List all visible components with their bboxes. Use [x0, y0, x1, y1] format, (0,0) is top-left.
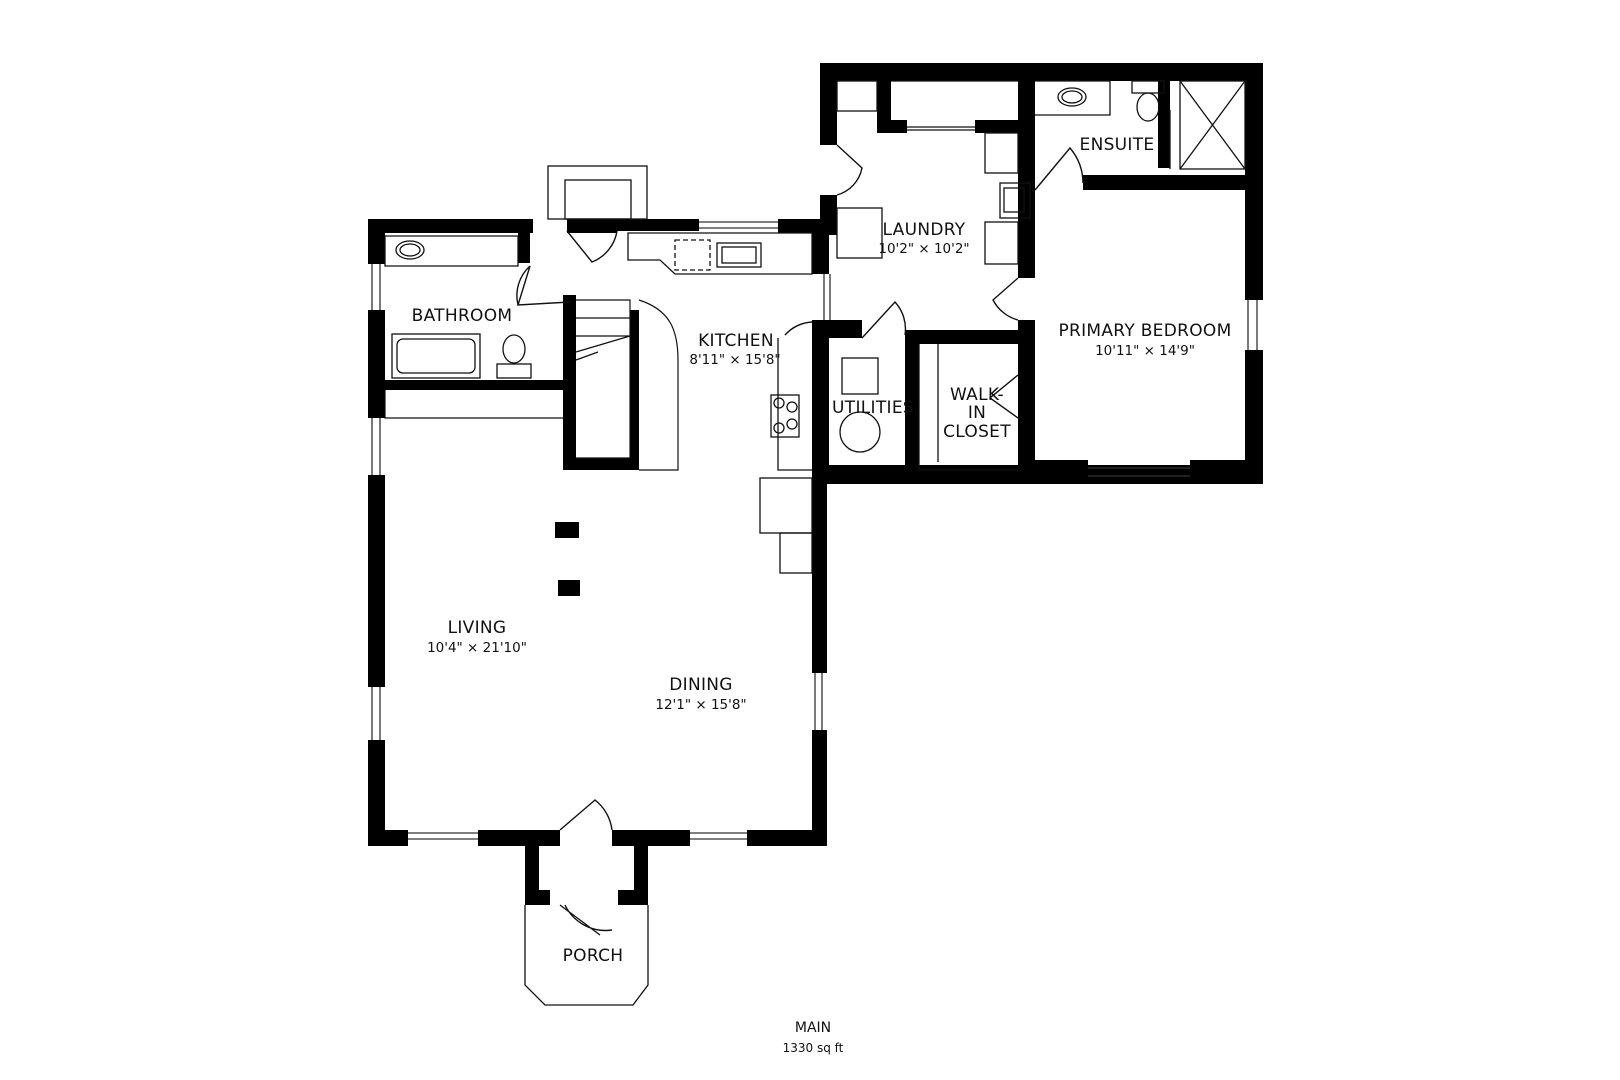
room-name-bathroom: BATHROOM: [412, 306, 513, 326]
shower-icon: [1169, 80, 1246, 170]
laundry-fixtures: [836, 80, 1031, 471]
room-size-laundry: 10'2" × 10'2": [878, 241, 969, 257]
floor-name: MAIN: [795, 1020, 831, 1036]
kitchen-side-counter: [777, 338, 812, 471]
room-name-porch: PORCH: [563, 946, 624, 966]
storage-shelf: [836, 207, 883, 259]
stairs-icon: [575, 299, 679, 471]
toilet-icon: [496, 334, 532, 379]
room-size-dining: 12'1" × 15'8": [655, 697, 746, 713]
room-name-closet-line1: WALK-: [950, 385, 1004, 405]
room-size-living: 10'4" × 21'10": [427, 640, 527, 656]
room-name-laundry: LAUNDRY: [883, 220, 966, 240]
room-name-closet-line3: CLOSET: [943, 422, 1011, 442]
cabinet: [779, 532, 813, 574]
closet-rod: [918, 344, 1018, 471]
room-labels: BATHROOM KITCHEN 8'11" × 15'8" LAUNDRY 1…: [412, 135, 1232, 966]
stove-icon: [770, 394, 800, 438]
vanity-counter: [384, 235, 519, 267]
back-step: [547, 165, 648, 220]
dryer: [984, 221, 1019, 265]
bathroom-fixtures: [384, 235, 563, 419]
bathtub-icon: [391, 333, 481, 379]
windows: [371, 221, 1258, 840]
room-name-utilities: UTILITIES: [832, 398, 914, 418]
kitchen-fixtures: [627, 232, 813, 574]
sink-icon: [999, 182, 1031, 219]
sink-icon: [395, 240, 425, 260]
sink-icon: [716, 242, 762, 268]
kitchen-counter: [627, 232, 813, 275]
columns: [555, 522, 580, 596]
washer: [984, 132, 1019, 174]
room-size-kitchen: 8'11" × 15'8": [689, 352, 780, 368]
room-size-primary-bedroom: 10'11" × 14'9": [1095, 343, 1195, 359]
refrigerator: [759, 477, 813, 534]
room-name-closet-line2: IN: [968, 403, 986, 423]
ensuite-fixtures: [1035, 80, 1246, 170]
toilet-icon: [1131, 80, 1165, 122]
sink-icon: [1057, 87, 1087, 107]
room-name-living: LIVING: [448, 618, 507, 638]
room-name-ensuite: ENSUITE: [1080, 135, 1155, 155]
floor-caption: MAIN 1330 sq ft: [783, 1020, 844, 1055]
water-heater-icon: [839, 357, 881, 453]
door-swing-icon: [516, 144, 1084, 936]
porch-outline: [524, 905, 649, 1006]
room-name-dining: DINING: [669, 675, 733, 695]
room-name-kitchen: KITCHEN: [698, 331, 774, 351]
walls: [368, 63, 1263, 905]
floor-area: 1330 sq ft: [783, 1041, 844, 1055]
room-name-primary-bedroom: PRIMARY BEDROOM: [1058, 321, 1231, 341]
